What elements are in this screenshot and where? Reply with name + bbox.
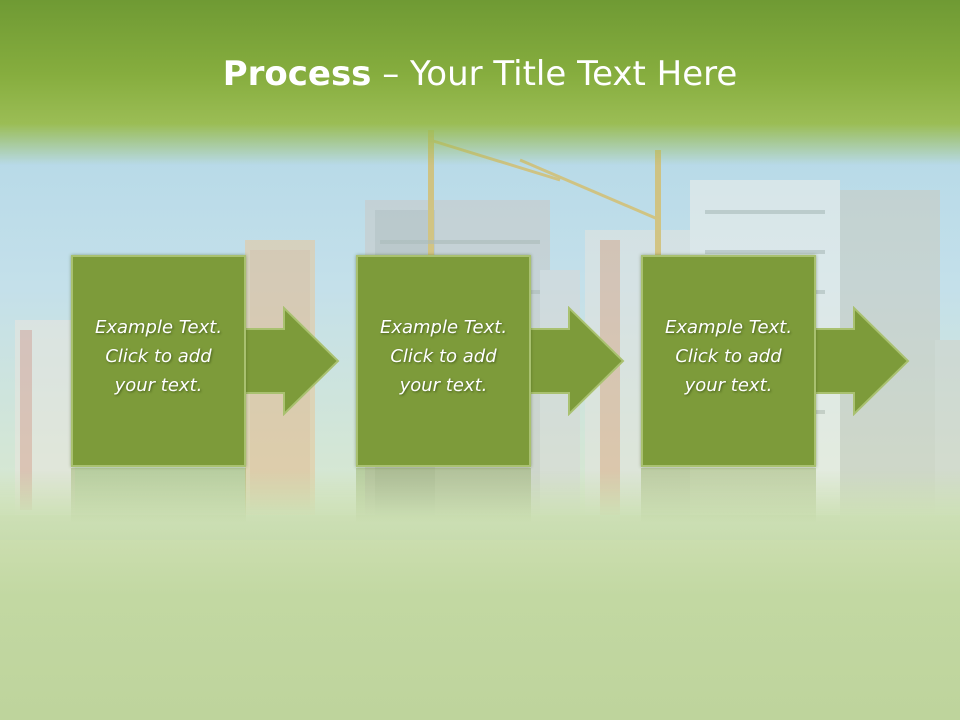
arrow-right-icon: [802, 306, 910, 416]
step-reflection: [641, 468, 816, 523]
ground-haze: [0, 470, 960, 540]
step-3-text: Example Text. Click to add your text.: [664, 317, 793, 396]
step-2-text: Example Text. Click to add your text.: [379, 317, 508, 396]
process-step-3[interactable]: Example Text. Click to add your text.: [641, 255, 816, 467]
slide-title-rest: – Your Title Text Here: [371, 54, 738, 94]
process-step-2[interactable]: Example Text. Click to add your text.: [356, 255, 531, 467]
step-1-text: Example Text. Click to add your text.: [94, 317, 223, 396]
slide-title-bold: Process: [222, 54, 372, 94]
grass-field-background: [0, 515, 960, 720]
step-reflection: [71, 468, 246, 523]
step-reflection: [356, 468, 531, 523]
arrow-right-icon: [517, 306, 625, 416]
header-band: [0, 0, 960, 165]
arrow-right-icon: [232, 306, 340, 416]
slide-title[interactable]: Process – Your Title Text Here: [0, 52, 960, 96]
process-step-1[interactable]: Example Text. Click to add your text.: [71, 255, 246, 467]
